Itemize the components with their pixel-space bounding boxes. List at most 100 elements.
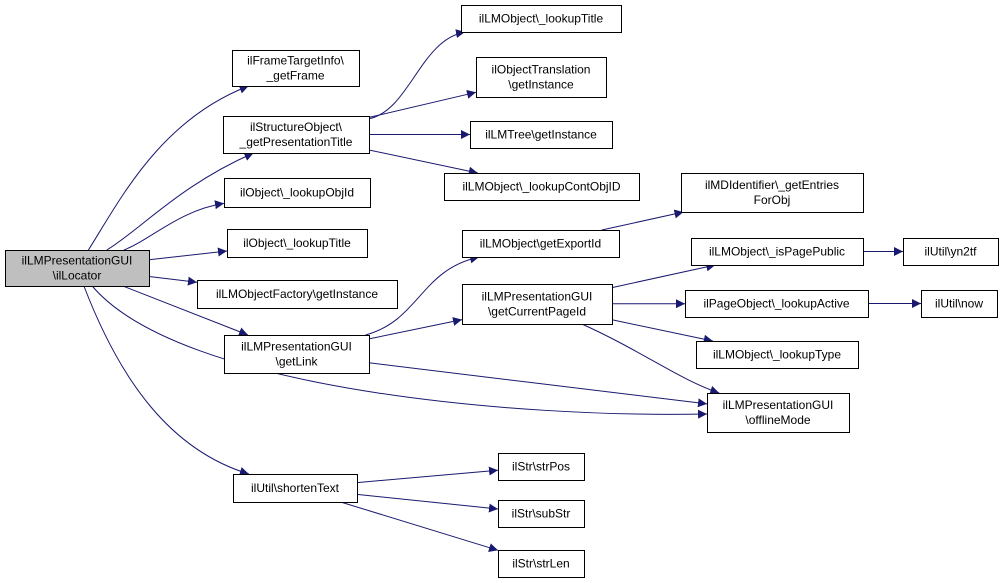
edge-line: [365, 254, 480, 336]
node-getlink[interactable]: ilLMPresentationGUI\getLink: [224, 335, 370, 374]
node-lookuptype[interactable]: ilLMObject\_lookupType: [696, 341, 859, 369]
node-label-line: \getInstance: [508, 78, 574, 92]
node-offline[interactable]: ilLMPresentationGUI\offlineMode: [707, 393, 850, 433]
node-exportid[interactable]: ilLMObject\getExportId: [462, 230, 620, 258]
node-label-line: ilStr\strPos: [512, 460, 570, 474]
node-label-line: ilLMPresentationGUI: [241, 340, 352, 354]
node-strlen[interactable]: ilStr\strLen: [498, 550, 585, 578]
node-contobj[interactable]: ilLMObject\_lookupContObjID: [444, 173, 640, 201]
node-box[interactable]: [233, 474, 358, 503]
node-label-line: ilLMObjectFactory\getInstance: [216, 287, 378, 301]
edges-layer: [83, 29, 921, 552]
node-label-line: ilLMPresentationGUI: [723, 398, 834, 412]
node-box[interactable]: [691, 238, 864, 266]
node-label-line: ilLMPresentationGUI: [482, 290, 593, 304]
node-box[interactable]: [498, 453, 585, 481]
node-lookupactive[interactable]: ilPageObject\_lookupActive: [685, 290, 869, 318]
node-label-line: ilFrameTargetInfo\: [247, 54, 344, 68]
node-curpage[interactable]: ilLMPresentationGUI\getCurrentPageId: [462, 284, 613, 325]
node-label-line: ilLMObject\_lookupType: [713, 348, 841, 362]
node-label-line: ilObjectTranslation: [492, 63, 591, 77]
edge-line: [87, 85, 249, 251]
node-box[interactable]: [921, 290, 998, 318]
node-box[interactable]: [462, 284, 613, 325]
edge-line: [581, 323, 720, 395]
edge-line: [368, 29, 466, 120]
node-root[interactable]: ilLMPresentationGUI\ilLocator: [5, 250, 150, 287]
node-box[interactable]: [5, 250, 150, 287]
node-label-line: ilStr\subStr: [512, 507, 571, 521]
node-objid[interactable]: ilObject\_lookupObjId: [224, 178, 371, 208]
node-factory[interactable]: ilLMObjectFactory\getInstance: [197, 280, 398, 309]
node-label-line: \ilLocator: [53, 269, 102, 283]
node-box[interactable]: [461, 5, 622, 33]
node-box[interactable]: [197, 280, 398, 309]
node-label-line: ilLMObject\_lookupContObjID: [462, 180, 620, 194]
node-box[interactable]: [685, 290, 869, 318]
node-label-line: ilLMPresentationGUI: [22, 254, 133, 268]
edge-root-to-getlink: [122, 285, 249, 336]
node-lmtree[interactable]: ilLMTree\getInstance: [470, 121, 613, 149]
edge-root-to-objid: [123, 200, 225, 251]
edge-line: [356, 466, 499, 484]
edge-getlink-to-exportid: [365, 254, 480, 336]
node-label-line: _getFrame: [265, 69, 324, 83]
edge-line: [368, 89, 477, 118]
node-box[interactable]: [476, 57, 607, 98]
node-ispublic[interactable]: ilLMObject\_isPagePublic: [691, 238, 864, 266]
node-box[interactable]: [462, 230, 620, 258]
edge-line: [106, 152, 254, 251]
node-label-line: ForObj: [754, 193, 791, 207]
edge-root-to-objtitle: [148, 247, 228, 261]
edge-getlink-to-offline: [368, 362, 708, 408]
node-substr[interactable]: ilStr\subStr: [498, 500, 585, 528]
edge-curpage-to-offline: [581, 323, 720, 395]
node-frame[interactable]: ilFrameTargetInfo\_getFrame: [232, 50, 360, 87]
node-box[interactable]: [696, 341, 859, 369]
edge-line: [148, 276, 198, 286]
node-yn2tf[interactable]: ilUtil\yn2tf: [903, 238, 999, 266]
edge-line: [340, 501, 499, 552]
node-objtrans[interactable]: ilObjectTranslation\getInstance: [476, 57, 607, 98]
node-label-line: ilUtil\now: [935, 297, 983, 311]
node-label-line: \getCurrentPageId: [488, 305, 586, 319]
node-now[interactable]: ilUtil\now: [921, 290, 998, 318]
edge-root-to-factory: [148, 276, 198, 286]
node-box[interactable]: [498, 500, 585, 528]
node-box[interactable]: [470, 121, 613, 149]
node-struct[interactable]: ilStructureObject\_getPresentationTitle: [223, 116, 370, 154]
node-lmtitle[interactable]: ilLMObject\_lookupTitle: [461, 5, 622, 33]
edge-line: [601, 209, 684, 231]
edge-line: [83, 285, 250, 476]
edge-shorten-to-strpos: [356, 466, 499, 484]
node-box[interactable]: [224, 178, 371, 208]
node-label-line: ilObject\_lookupObjId: [240, 186, 354, 200]
node-box[interactable]: [227, 229, 368, 258]
edge-root-to-struct: [106, 152, 254, 251]
node-box[interactable]: [444, 173, 640, 201]
edge-root-to-shorten: [83, 285, 250, 476]
node-shorten[interactable]: ilUtil\shortenText: [233, 474, 358, 503]
node-box[interactable]: [681, 173, 864, 213]
node-box[interactable]: [224, 335, 370, 374]
node-box[interactable]: [232, 50, 360, 87]
node-box[interactable]: [903, 238, 999, 266]
node-objtitle[interactable]: ilObject\_lookupTitle: [227, 229, 368, 258]
node-label-line: ilStr\strLen: [512, 557, 569, 571]
edge-shorten-to-strlen: [340, 501, 499, 552]
node-label-line: \offlineMode: [745, 413, 810, 427]
node-strpos[interactable]: ilStr\strPos: [498, 453, 585, 481]
node-label-line: ilStructureObject\: [250, 120, 343, 134]
edge-line: [123, 200, 225, 251]
edge-struct-to-contobj: [368, 149, 478, 176]
node-box[interactable]: [707, 393, 850, 433]
edge-line: [356, 493, 499, 513]
node-box[interactable]: [223, 116, 370, 154]
node-label-line: ilLMObject\_lookupTitle: [479, 12, 604, 26]
edge-line: [91, 285, 708, 419]
node-box[interactable]: [498, 550, 585, 578]
edge-line: [368, 317, 463, 340]
node-label-line: ilUtil\shortenText: [251, 481, 340, 495]
